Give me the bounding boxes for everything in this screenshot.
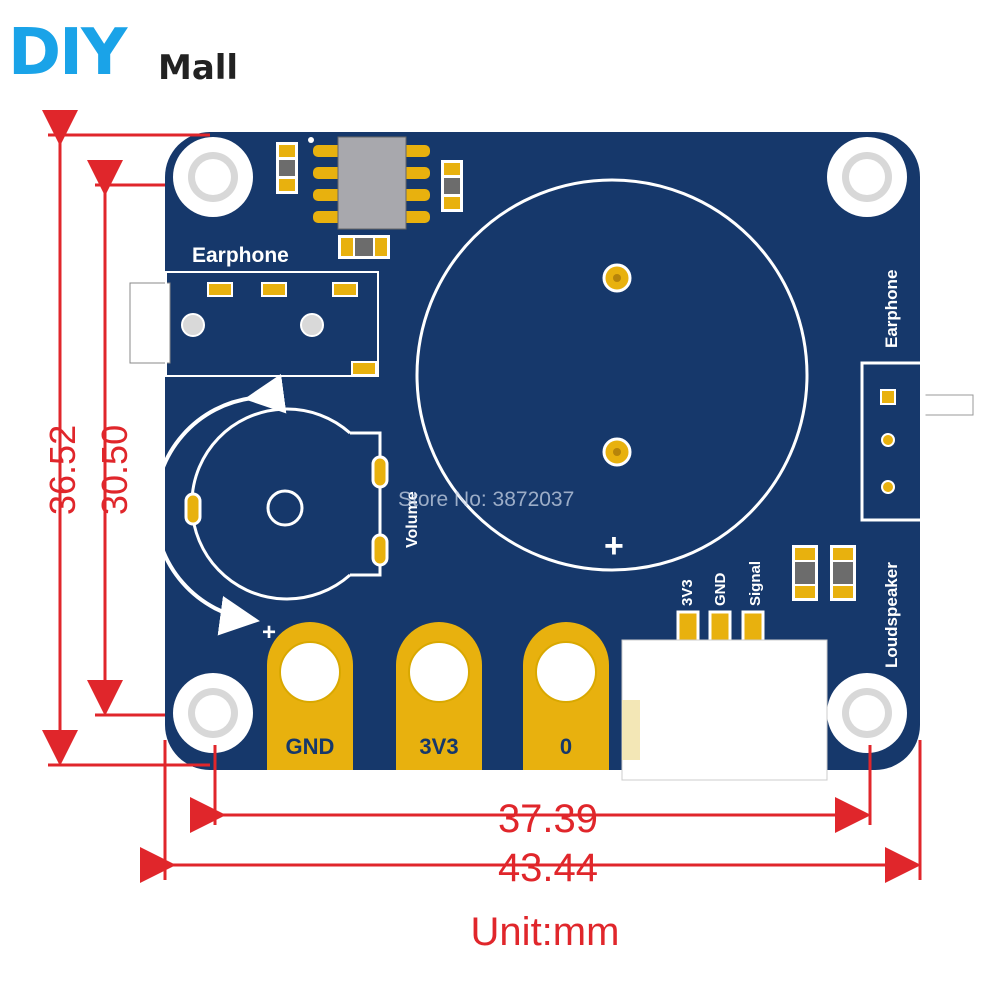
dimension-outer-height: [42, 110, 210, 767]
inner-width-label: 37.39: [498, 797, 598, 841]
speaker-outline: [415, 178, 809, 572]
mount-hole-tr: [827, 137, 907, 217]
jack-pad-1: [207, 282, 233, 297]
smd-resistor-4: [792, 545, 818, 601]
pad-label-gnd: GND: [286, 734, 335, 759]
side-connector-pin-1: [880, 389, 896, 405]
side-connector-pin-2: [881, 433, 895, 447]
mount-hole-tl: [173, 137, 253, 217]
loudspeaker-label: Loudspeaker: [882, 562, 901, 668]
volume-arc-arrow: [153, 373, 287, 636]
earphone-label-side: Earphone: [882, 270, 901, 348]
audio-jack-plug: [129, 282, 171, 364]
side-connector-plug: [924, 394, 974, 416]
smd-resistor-3: [338, 235, 390, 259]
pad-label-0: 0: [560, 734, 572, 759]
header-gnd-label: GND: [712, 573, 729, 607]
unit-label: Unit:mm: [471, 910, 620, 954]
edge-pad-gnd: [267, 622, 353, 770]
jack-hole-2: [300, 313, 324, 337]
pad-label-3v3: 3V3: [419, 734, 458, 759]
smd-resistor-1: [276, 142, 298, 194]
outer-height-label: 36.52: [42, 425, 83, 515]
header-3v3-label: 3V3: [679, 579, 696, 606]
mount-hole-bl: [173, 673, 253, 753]
jack-pad-4: [351, 361, 377, 376]
logo-brand: DIY: [8, 16, 127, 90]
logo-suffix: Mall: [158, 48, 239, 88]
volume-potentiometer: [184, 407, 389, 601]
dimension-inner-width: [190, 745, 872, 833]
earphone-label-top: Earphone: [192, 244, 289, 267]
mount-hole-br: [827, 673, 907, 753]
diymall-logo: DIY Mall: [8, 18, 248, 88]
jack-pad-2: [261, 282, 287, 297]
dimension-outer-width: [140, 740, 922, 883]
store-watermark: Store No: 3872037: [398, 488, 574, 511]
speaker-plus-sign: +: [604, 527, 624, 565]
side-connector-pin-3: [881, 480, 895, 494]
volume-minus-sign: -: [265, 381, 274, 411]
jack-hole-1: [181, 313, 205, 337]
jack-pad-3: [332, 282, 358, 297]
smd-resistor-2: [441, 160, 463, 212]
smd-resistor-5: [830, 545, 856, 601]
header-signal-label: Signal: [747, 561, 764, 606]
dimension-inner-height: [87, 160, 165, 717]
edge-pad-3v3: [396, 622, 482, 770]
volume-plus-sign: +: [262, 619, 276, 646]
outer-width-label: 43.44: [498, 846, 598, 890]
edge-pad-0: [523, 622, 609, 770]
inner-height-label: 30.50: [94, 425, 135, 515]
connector-housing: [621, 639, 828, 781]
volume-label: Volume: [404, 491, 421, 548]
side-connector-body: [860, 361, 926, 522]
amplifier-ic: [308, 136, 430, 230]
